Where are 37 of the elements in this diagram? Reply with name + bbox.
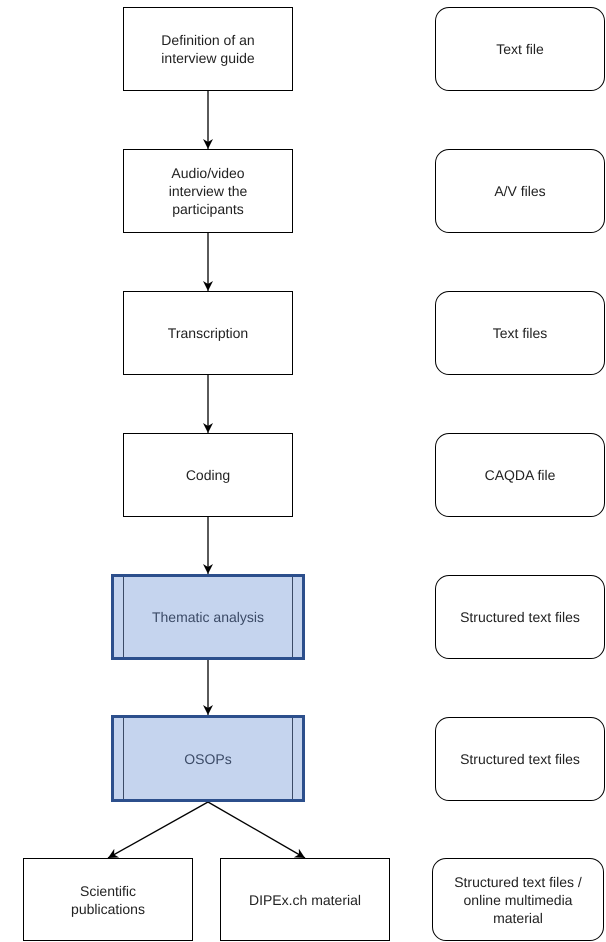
node-label: OSOPs — [184, 750, 232, 768]
arrow — [203, 233, 213, 291]
arrow — [203, 660, 213, 715]
process-box — [123, 291, 293, 375]
node-label: Structured text files / online multimedia material — [453, 872, 583, 926]
rounded-box — [435, 149, 605, 233]
node-label: Scientific publications — [70, 882, 146, 918]
node-label: Text files — [492, 324, 548, 342]
node-label: DIPEx.ch material — [248, 890, 362, 908]
arrow — [203, 91, 213, 149]
process-box — [123, 149, 293, 233]
subprocess-box — [111, 715, 305, 802]
rounded-box — [432, 858, 604, 941]
arrow — [208, 801, 306, 859]
arrow — [203, 375, 213, 433]
process-box — [220, 858, 390, 941]
rounded-box — [435, 433, 605, 517]
arrow — [203, 517, 213, 574]
node-label: Thematic analysis — [152, 608, 264, 626]
process-box — [123, 7, 293, 91]
rounded-box — [435, 7, 605, 91]
process-box — [123, 433, 293, 517]
subprocess-box — [111, 574, 305, 660]
node-label: Audio/video interview the participants — [168, 164, 248, 218]
process-box — [23, 858, 193, 941]
node-label: A/V files — [494, 182, 546, 200]
node-label: CAQDA file — [484, 466, 556, 484]
node-label: Transcription — [168, 324, 248, 342]
node-label: Structured text files — [460, 750, 580, 768]
node-label: Definition of an interview guide — [160, 31, 256, 67]
node-label: Coding — [186, 466, 230, 484]
node-label: Structured text files — [460, 608, 580, 626]
node-label: Text file — [496, 40, 544, 58]
rounded-box — [435, 575, 605, 659]
arrow — [108, 801, 208, 859]
rounded-box — [435, 291, 605, 375]
rounded-box — [435, 717, 605, 801]
